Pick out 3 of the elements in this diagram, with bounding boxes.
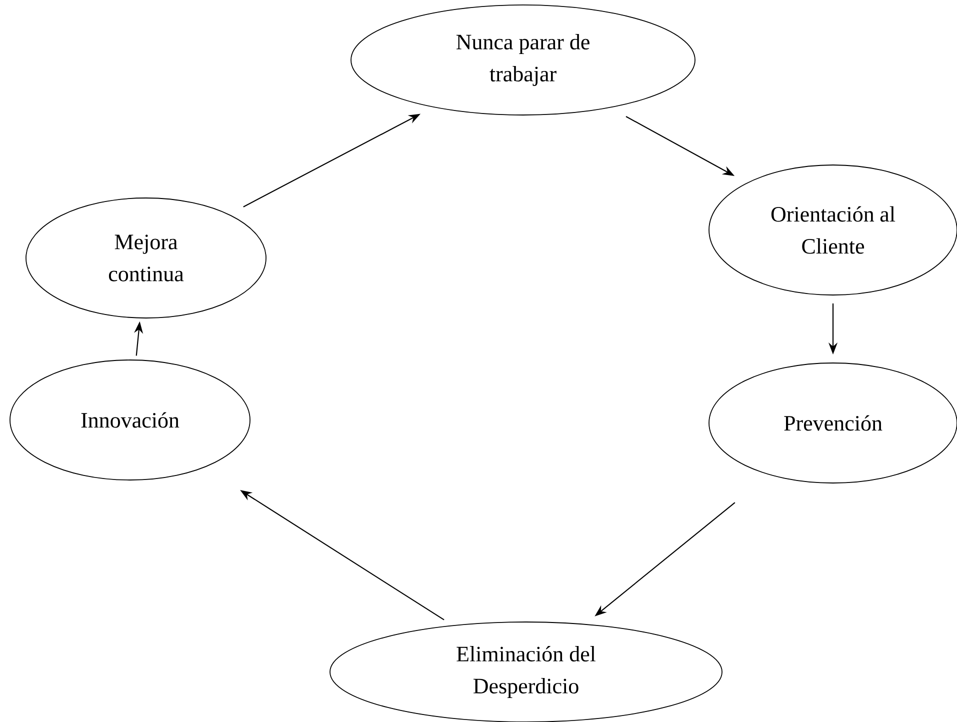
ellipse-node: Mejora continua xyxy=(26,198,266,318)
ellipse-node: Nunca parar de trabajar xyxy=(350,4,696,116)
ellipse-node: Innovación xyxy=(10,360,250,480)
